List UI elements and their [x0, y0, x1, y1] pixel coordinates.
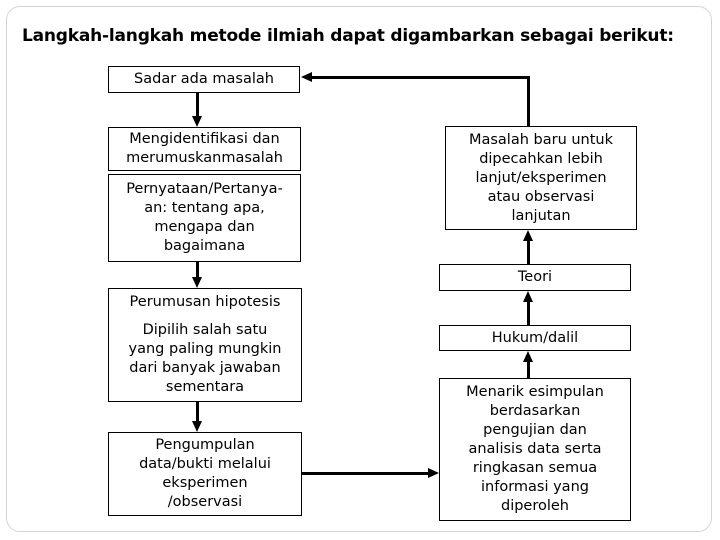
flow-box-pengumpulan: Pengumpulan data/bukti melalui eksperime…	[108, 432, 302, 516]
flow-box-hukum-dalil: Hukum/dalil	[439, 325, 631, 351]
arrowhead-down-icon	[192, 116, 202, 127]
arrowhead-up-icon	[523, 230, 533, 241]
flow-box-hipotesis-body: Dipilih salah satu yang paling mungkin d…	[128, 322, 282, 395]
connector-line	[196, 402, 199, 421]
arrowhead-up-icon	[523, 291, 533, 302]
flow-box-hipotesis-title: Perumusan hipotesis	[129, 294, 281, 310]
connector-line	[527, 302, 530, 325]
flow-box-hukum-label: Hukum/dalil	[491, 329, 579, 346]
arrowhead-left-icon	[301, 72, 312, 82]
flow-box-teori-label: Teori	[517, 269, 553, 285]
page-title: Langkah-langkah metode ilmiah dapat diga…	[22, 26, 674, 46]
connector-line	[196, 93, 199, 116]
arrowhead-up-icon	[523, 351, 533, 362]
arrowhead-down-icon	[192, 277, 202, 288]
arrowhead-right-icon	[428, 468, 439, 478]
flow-box-pengumpulan-label: Pengumpulan data/bukti melalui eksperime…	[139, 437, 271, 510]
flow-box-kesimpulan: Menarik esimpulan berdasarkan pengujian …	[439, 378, 631, 521]
flow-box-kesimpulan-label: Menarik esimpulan berdasarkan pengujian …	[466, 384, 604, 514]
flow-box-pernyataan: Pernyataan/Pertanya- an: tentang apa, me…	[108, 174, 301, 262]
connector-line	[196, 262, 199, 277]
arrowhead-down-icon	[192, 421, 202, 432]
flow-box-sadar-ada-masalah: Sadar ada masalah	[108, 66, 300, 93]
slide-border	[6, 6, 712, 532]
connector-line	[527, 241, 530, 264]
flow-box-mengidentifikasi: Mengidentifikasi dan merumuskanmasalah	[108, 127, 301, 171]
flow-box-masalah-baru: Masalah baru untuk dipecahkan lebih lanj…	[445, 126, 637, 230]
flow-box-sadar-label: Sadar ada masalah	[134, 71, 274, 87]
connector-line	[312, 76, 530, 79]
flow-box-pernyataan-label: Pernyataan/Pertanya- an: tentang apa, me…	[126, 181, 283, 254]
flow-box-mengidentifikasi-label: Mengidentifikasi dan merumuskanmasalah	[126, 131, 283, 166]
connector-line	[527, 76, 530, 126]
flow-box-perumusan-hipotesis: Perumusan hipotesis Dipilih salah satu y…	[108, 288, 302, 402]
flow-box-masalah-baru-label: Masalah baru untuk dipecahkan lebih lanj…	[468, 131, 614, 224]
connector-line	[302, 472, 428, 475]
connector-line	[527, 362, 530, 378]
flow-box-teori: Teori	[439, 264, 631, 291]
